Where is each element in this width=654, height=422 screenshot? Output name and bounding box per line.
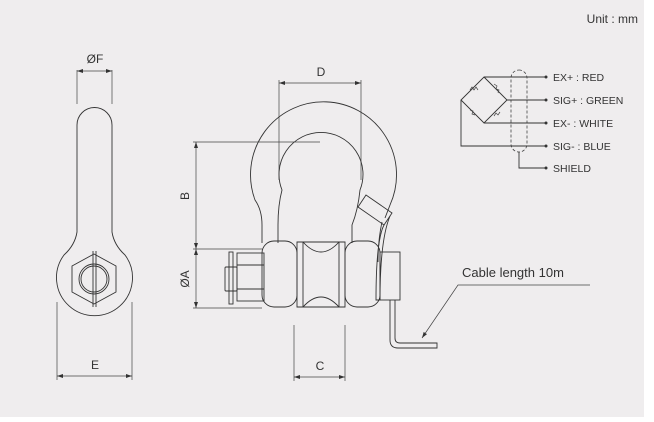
wire-label-sig-plus: SIG+ : GREEN	[553, 95, 623, 107]
shackle-side-body	[56, 107, 133, 317]
front-view: D B ØA C Cable length 10m	[178, 65, 590, 381]
hex-nut-side	[71, 253, 117, 305]
wire-label-ex-minus: EX- : WHITE	[553, 118, 613, 130]
dimension-a-label: ØA	[178, 270, 192, 287]
dimension-d-label: D	[317, 65, 326, 79]
pin-assembly	[224, 240, 438, 349]
dimension-c-label: C	[316, 359, 325, 373]
wire-label-shield: SHIELD	[553, 163, 591, 175]
cable	[389, 300, 438, 349]
wire-label-ex-plus: EX+ : RED	[553, 72, 604, 84]
cable-gland	[379, 251, 401, 301]
wiring-diagram: EX+ : RED SIG+ : GREEN EX- : WHITE SIG- …	[460, 69, 623, 175]
safety-clip	[357, 194, 393, 301]
shield-capsule	[510, 69, 528, 153]
dimension-b-label: B	[178, 192, 192, 200]
wire-label-sig-minus: SIG- : BLUE	[553, 141, 611, 153]
cable-leader-line	[421, 284, 590, 339]
side-view: ØF E	[56, 52, 133, 380]
dimension-f-label: ØF	[87, 52, 104, 66]
wheatstone-bridge	[460, 76, 508, 124]
cable-length-label: Cable length 10m	[462, 265, 564, 280]
shackle-bow	[250, 101, 397, 263]
dimension-e-label: E	[91, 358, 99, 372]
unit-label: Unit : mm	[587, 12, 638, 26]
